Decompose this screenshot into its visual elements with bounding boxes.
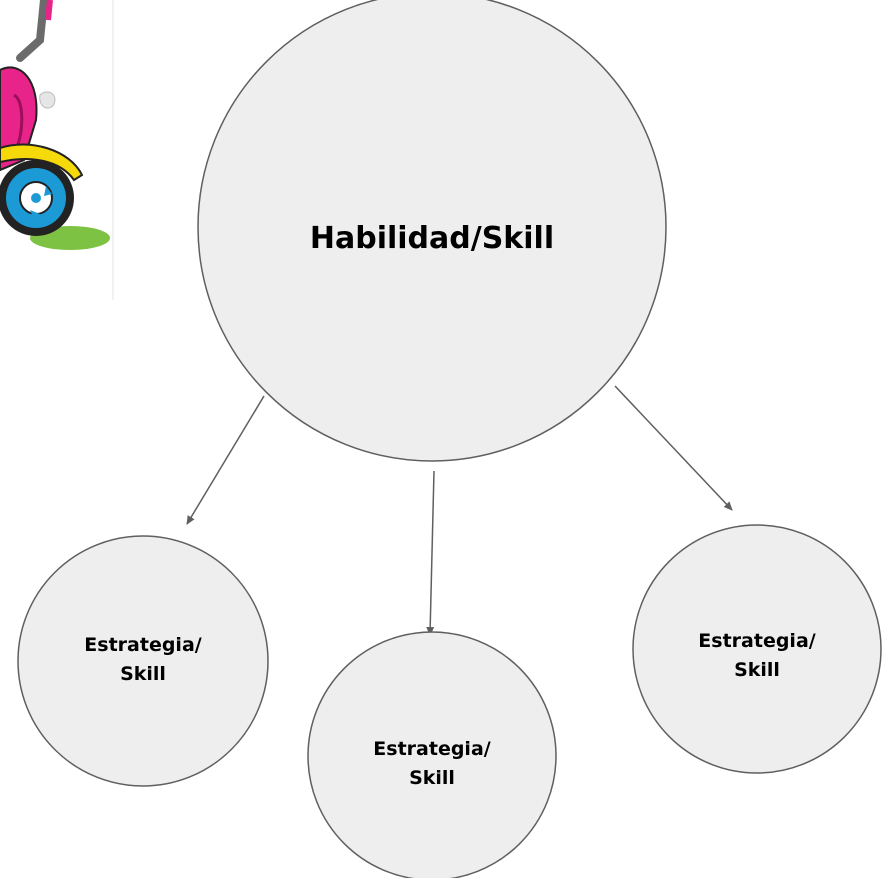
- sub-node-right-label-line1: Estrategia/: [698, 630, 815, 652]
- sub-node-left-label-line2: Skill: [120, 663, 166, 685]
- sub-node-center-label-line1: Estrategia/: [373, 738, 490, 760]
- arrow-main-to-center: [426, 470, 435, 636]
- arrow-main-to-left: [186, 395, 265, 525]
- main-node: Habilidad/Skill: [197, 0, 667, 462]
- main-node-label: Habilidad/Skill: [310, 221, 554, 256]
- sub-node-right: Estrategia/ Skill: [632, 524, 882, 774]
- tricycle-icon: [0, 0, 110, 250]
- arrow-main-to-right: [614, 385, 733, 511]
- sub-node-left-label-line1: Estrategia/: [84, 634, 201, 656]
- sub-node-center: Estrategia/ Skill: [307, 631, 557, 878]
- sub-node-left: Estrategia/ Skill: [17, 535, 269, 787]
- sub-node-right-label-line2: Skill: [734, 659, 780, 681]
- sub-node-center-label-line2: Skill: [409, 767, 455, 789]
